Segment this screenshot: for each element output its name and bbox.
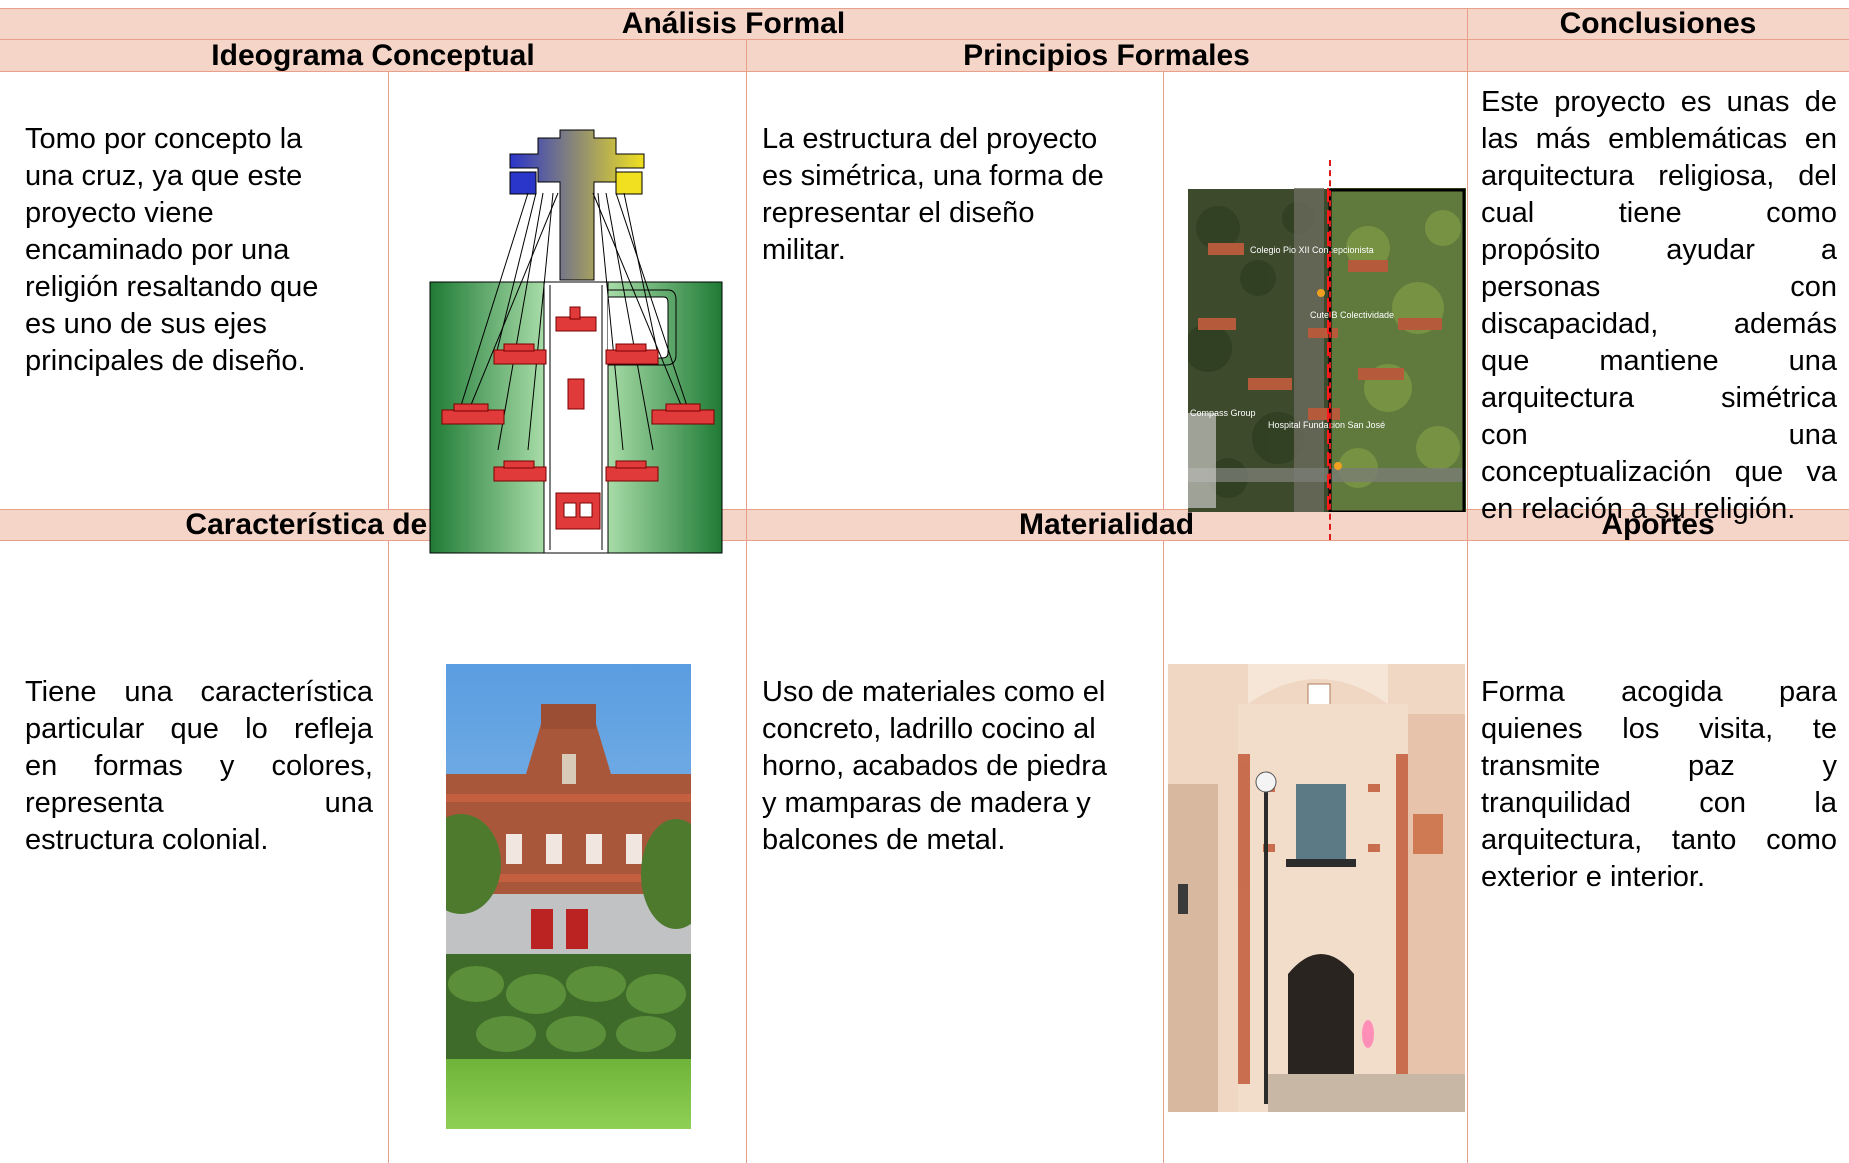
building — [441, 409, 505, 425]
building-main — [555, 492, 601, 530]
header-ideograma-conceptual: Ideograma Conceptual — [211, 39, 535, 72]
cross-shape — [509, 129, 645, 281]
header-principios-formales: Principios Formales — [963, 39, 1250, 72]
header-band-top — [0, 8, 1849, 39]
aerial-map-image: Colegio Pio XII Concepcionista Cute B Co… — [1188, 188, 1466, 512]
header-band-middle — [0, 509, 1849, 540]
conclusiones-text: Este proyecto es unas de las más emblemá… — [1481, 86, 1837, 525]
street-building-photo — [1168, 664, 1465, 1112]
building — [605, 466, 659, 482]
map-label-colegio: Colegio Pio XII Concepcionista — [1250, 245, 1374, 255]
materialidad-text: Uso de materiales como el concreto, ladr… — [762, 676, 1108, 856]
building — [493, 349, 547, 365]
symmetry-axis-dashed — [1329, 160, 1331, 540]
building — [567, 378, 585, 410]
map-label-hospital: Hospital Fundacion San José — [1268, 420, 1385, 430]
header-analisis-formal: Análisis Formal — [621, 7, 846, 40]
caracteristica-text: Tiene una característica particular que … — [25, 676, 373, 856]
ideogram-cross-diagram — [429, 129, 723, 554]
header-aportes: Aportes — [1601, 508, 1715, 541]
building — [651, 409, 715, 425]
header-conclusiones: Conclusiones — [1559, 7, 1757, 40]
building — [605, 349, 659, 365]
map-label-cutty: Cute B Colectividade — [1310, 310, 1394, 320]
colonial-building-photo — [446, 664, 691, 1129]
principios-text: La estructura del proyecto es simétrica,… — [762, 123, 1104, 266]
header-materialidad: Materialidad — [1018, 508, 1195, 541]
map-label-compass: Compass Group — [1190, 408, 1256, 418]
ideograma-text: Tomo por concepto la una cruz, ya que es… — [25, 123, 319, 377]
aportes-text: Forma acogida para quienes los visita, t… — [1481, 676, 1837, 893]
header-band-second — [0, 40, 1849, 71]
building — [493, 466, 547, 482]
